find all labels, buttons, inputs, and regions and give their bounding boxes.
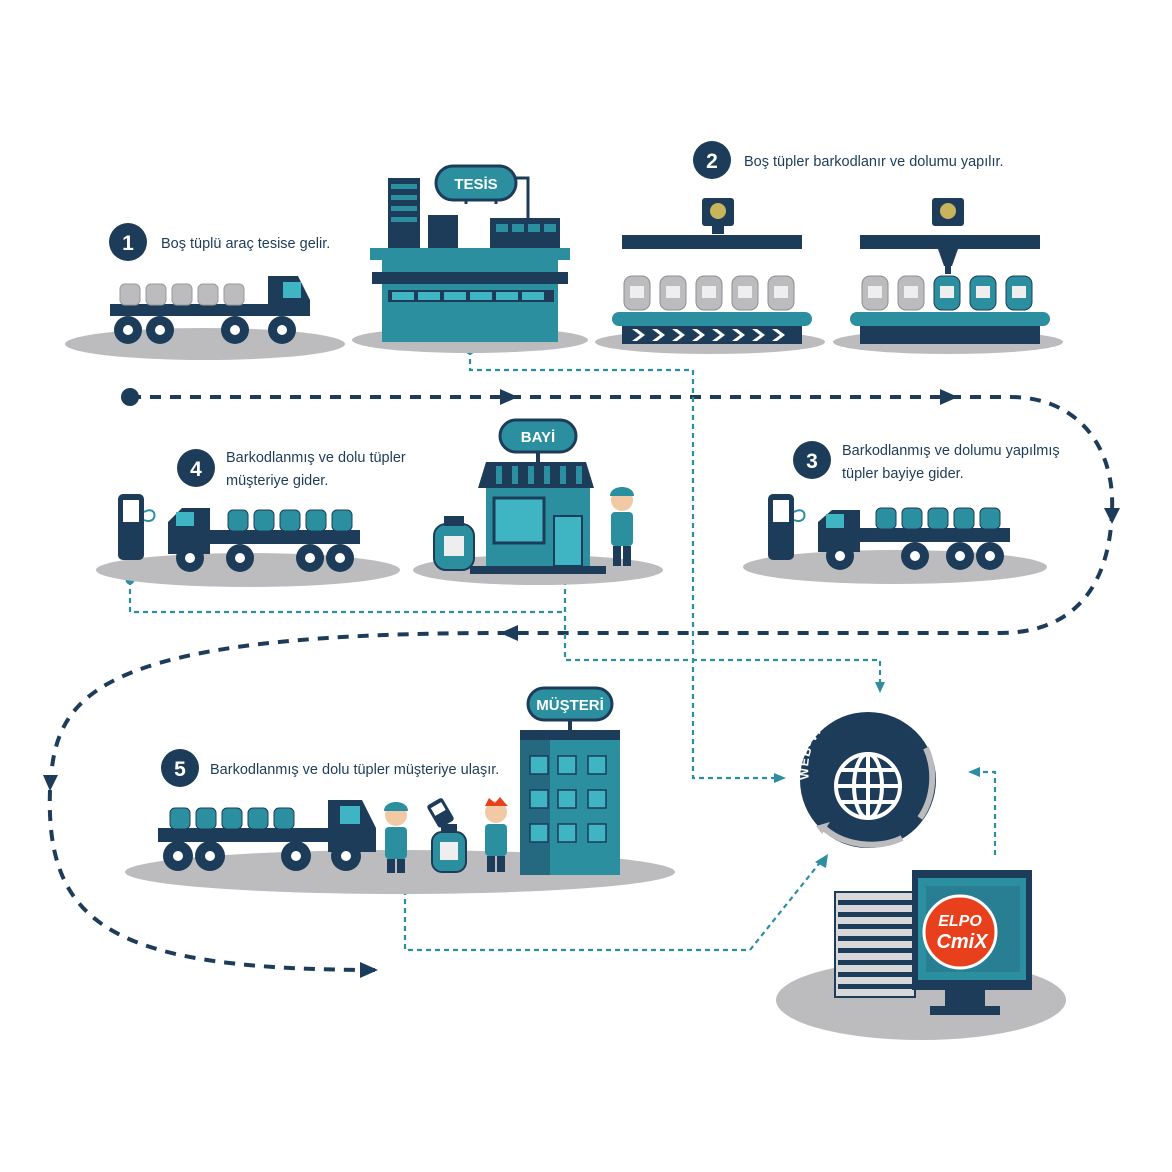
- filling-nozzle: [938, 249, 958, 266]
- step-3: 3 Barkodlanmış ve dolumu yapılmış tüpler…: [743, 441, 1060, 584]
- step-5-caption: Barkodlanmış ve dolu tüpler müşteriye ul…: [210, 762, 499, 778]
- customer-person: [485, 797, 508, 872]
- facility-sign-label: TESİS: [454, 176, 497, 193]
- dealer-sign: [498, 418, 578, 454]
- ground-shadow: [96, 553, 400, 587]
- handheld-terminal-icon: [768, 494, 806, 560]
- server-rack: [834, 891, 916, 998]
- elpo-cmix-logo: ELPO CmiX: [922, 894, 998, 970]
- flow-start-dot: [121, 388, 139, 406]
- empty-cylinder-truck: [110, 276, 310, 344]
- full-cylinder-truck: [158, 800, 376, 871]
- ground-shadow: [65, 328, 345, 360]
- step-4-number: 4: [190, 458, 202, 481]
- step-3-caption-line2: tüpler bayiye gider.: [842, 466, 964, 482]
- dealer-sign-label: BAYİ: [521, 429, 555, 446]
- step-2-caption: Boş tüpler barkodlanır ve dolumu yapılır…: [744, 154, 1004, 170]
- step-4-caption-line1: Barkodlanmış ve dolu tüpler: [226, 450, 406, 466]
- customer-sign: [526, 686, 614, 722]
- flow-arrowheads: [43, 389, 1120, 978]
- step-2-number: 2: [706, 150, 718, 173]
- barcode-scanner-icon: [932, 198, 964, 226]
- process-flow-path: [47, 395, 1115, 972]
- data-links: [128, 350, 997, 952]
- full-cylinder-truck: [168, 508, 360, 572]
- handheld-terminal-icon: [118, 494, 156, 560]
- barcode-conveyor: [595, 198, 825, 354]
- step-1: 1 Boş tüplü araç tesise gelir.: [65, 223, 345, 360]
- step-4-badge: [177, 449, 215, 487]
- facility-building: TESİS: [352, 164, 588, 353]
- step-5: 5 Barkodlanmış ve dolu tüpler müşteriye …: [125, 686, 675, 894]
- elpo-server-station: ELPO CmiX: [776, 870, 1066, 1040]
- step-1-badge: [109, 223, 147, 261]
- logo-line1: ELPO: [938, 913, 982, 930]
- step-2-badge: [693, 141, 731, 179]
- dealer-person: [610, 487, 634, 566]
- gas-cylinder-icon: [431, 824, 467, 873]
- step-1-number: 1: [122, 232, 134, 255]
- step-3-caption-line1: Barkodlanmış ve dolumu yapılmış: [842, 443, 1060, 459]
- step-5-number: 5: [174, 758, 186, 781]
- step-3-badge: [793, 441, 831, 479]
- customer-building: MÜŞTERİ: [520, 686, 620, 875]
- network-globe: WEB-VPN-GPRS: [797, 699, 936, 848]
- facility-sign: [434, 164, 518, 202]
- customer-sign-label: MÜŞTERİ: [536, 697, 604, 714]
- step-4-caption-line2: müşteriye gider.: [226, 473, 328, 489]
- globe-icon: [834, 752, 902, 820]
- logo-line2: CmiX: [936, 931, 989, 953]
- step-1-caption: Boş tüplü araç tesise gelir.: [161, 236, 330, 252]
- step-2: 2 Boş tüpler barkodlanır ve dolumu yapıl…: [595, 141, 1063, 354]
- filling-conveyor: [833, 198, 1063, 354]
- full-cylinder-truck: [818, 507, 1010, 570]
- barcode-scanner-icon: [702, 198, 734, 234]
- data-link-arrowheads: [774, 682, 980, 868]
- gas-cylinder-icon: [433, 516, 475, 571]
- delivery-person: [384, 802, 408, 873]
- dealer-shop: BAYİ: [413, 418, 663, 585]
- handheld-terminal-icon: [427, 798, 454, 828]
- step-3-number: 3: [806, 450, 818, 473]
- step-4: 4 Barkodlanmış ve dolu tüpler müşteriye …: [96, 449, 406, 587]
- step-5-badge: [161, 749, 199, 787]
